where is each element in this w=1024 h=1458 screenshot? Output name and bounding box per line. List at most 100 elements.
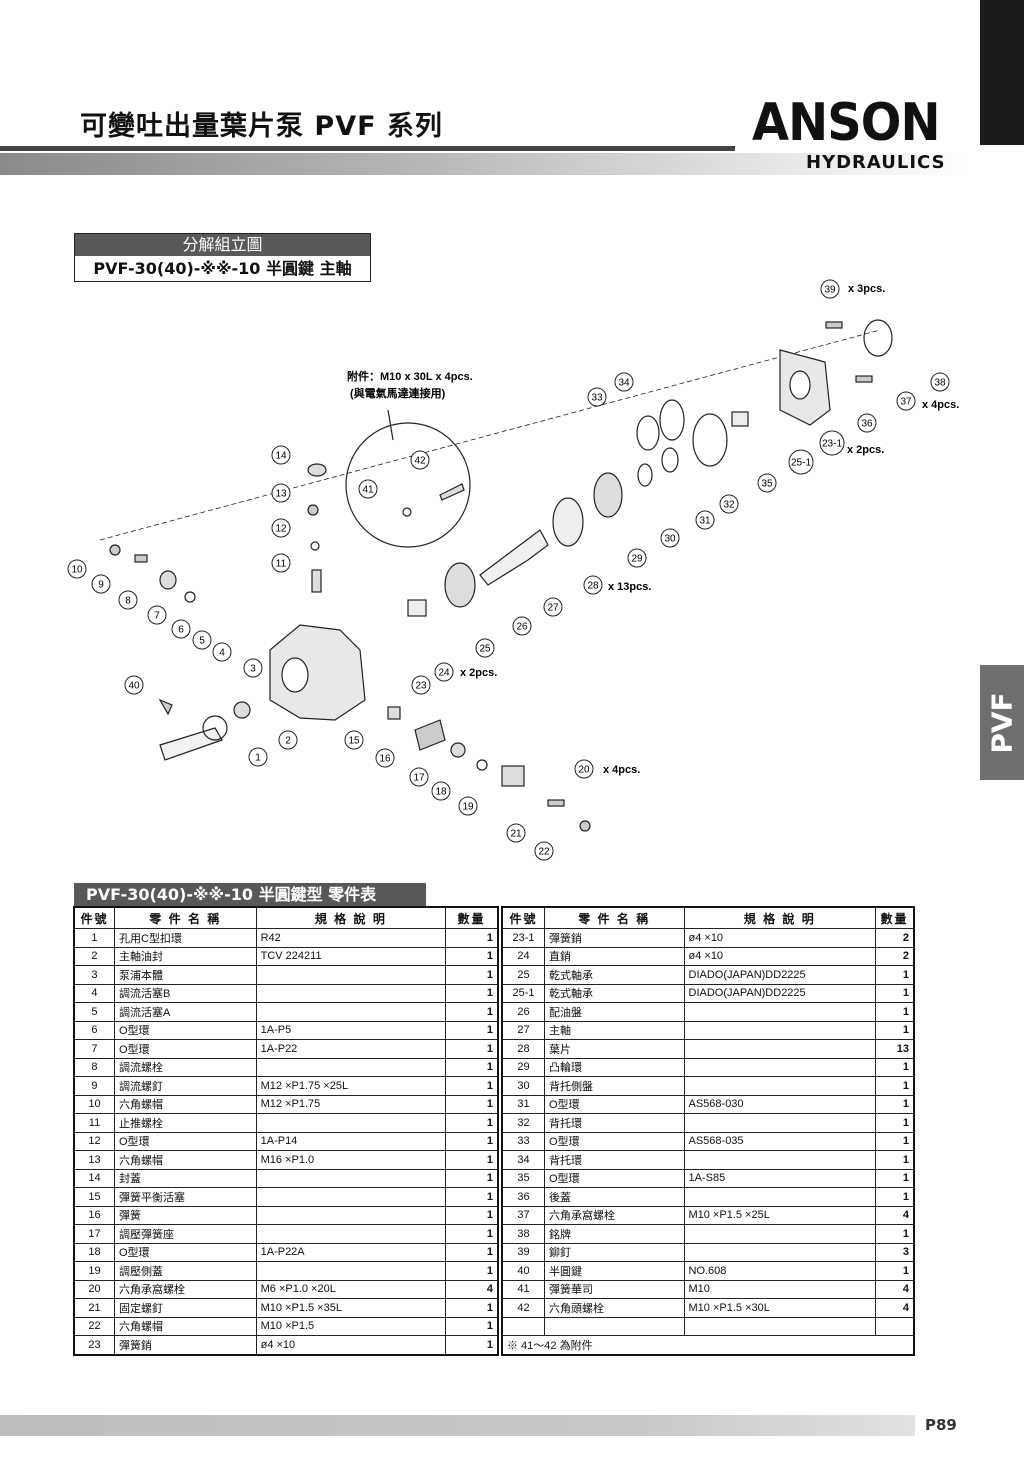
part-spec: DIADO(JAPAN)DD2225 [683,965,876,985]
bolt-8-shape [159,570,177,590]
callout-40: 40 [124,675,144,695]
part-name: 半圓鍵 [543,1261,685,1281]
part-name: 調流活塞B [113,983,257,1003]
diagram-notes: 附件：M10 x 30L x 4pcs. (與電氣馬達連接用) x 3pcs. … [347,283,959,776]
callout-circle [431,781,451,801]
col-no: 件號 [74,907,115,929]
part-no: 37 [502,1205,545,1225]
callout-24: 24 [434,662,454,682]
callout-27: 27 [543,597,563,617]
circlip-1-shape [202,715,228,741]
callout-number: 19 [462,802,474,813]
part-name: 彈簧銷 [113,1335,257,1355]
part-no: 6 [74,1020,115,1040]
callout-number: 33 [591,393,603,404]
part-qty: 1 [445,1187,498,1207]
callout-15: 15 [344,730,364,750]
caption-heading: 分解組立圖 [75,234,370,256]
part-name: O型環 [113,1242,257,1262]
part-spec [255,1002,447,1022]
parts-table-title: PVF-30(40)-※※-10 半圓鍵型 零件表 [74,883,426,906]
page-number: P89 [925,1416,957,1434]
callout-39: 39 [820,279,840,299]
part-spec [255,1261,447,1281]
callout-number: 31 [699,516,711,527]
note-accessory-use: (與電氣馬達連接用) [350,386,446,400]
callout-circle [248,747,268,767]
part-qty: 1 [445,928,498,948]
part-name: 鉚釘 [543,1242,685,1262]
callout-21: 21 [506,823,526,843]
part-qty: 1 [445,1242,498,1262]
part-name: 凸輪環 [543,1057,685,1077]
part-qty: 4 [874,1205,915,1225]
part-qty: 1 [874,983,915,1003]
callout-5: 5 [192,630,212,650]
callout-4: 4 [212,642,232,662]
part-spec: M16 ×P1.0 [255,1150,447,1170]
part-name: 六角承窩螺栓 [113,1279,257,1299]
part-spec: ø4 ×10 [683,946,876,966]
bearing-25-1-shape [731,411,749,427]
part-no: 7 [74,1039,115,1059]
note-accessory: 附件：M10 x 30L x 4pcs. [347,369,473,383]
callout-circle [375,748,395,768]
part-no: 19 [74,1261,115,1281]
corner-tab [980,0,1024,145]
part-qty: 1 [445,1316,498,1336]
table-row [502,1316,915,1336]
oring-31 [661,447,679,473]
oring-35 [692,413,728,467]
part-spec: M10 ×P1.5 ×25L [683,1205,876,1225]
part-no: 13 [74,1150,115,1170]
callout-number: 30 [664,534,676,545]
callout-circle [587,387,607,407]
part-qty: 1 [445,1205,498,1225]
part-qty: 2 [874,946,915,966]
brand-subtitle: HYDRAULICS [806,152,946,173]
part-qty: 1 [445,1113,498,1133]
part-no: 40 [502,1261,545,1281]
part-no: 39 [502,1242,545,1262]
footer-band [0,1415,915,1436]
callout-23-1: 23-1 [819,430,845,456]
callout-circle [192,630,212,650]
callout-circle [278,730,298,750]
callout-number: 35 [761,479,773,490]
part-no: 12 [74,1131,115,1151]
part-spec: M12 ×P1.75 ×25L [255,1076,447,1096]
callout-23: 23 [411,675,431,695]
part-name: 背托環 [543,1150,685,1170]
seal-2-shape [233,701,251,719]
callout-circle [695,510,715,530]
part-no: 31 [502,1094,545,1114]
callout-circle [930,372,950,392]
callout-circle [271,553,291,573]
callout-circle [788,449,814,475]
callout-3: 3 [243,658,263,678]
part-spec [683,1150,876,1170]
callout-number: 41 [362,485,374,496]
part-name: 調壓彈簧座 [113,1224,257,1244]
callout-14: 14 [271,445,291,465]
callout-circle [410,450,430,470]
part-no: 34 [502,1150,545,1170]
part-spec [683,1076,876,1096]
part-no: 22 [74,1316,115,1336]
part-qty: 1 [874,1094,915,1114]
part-qty: 1 [874,965,915,985]
callout-41: 41 [358,479,378,499]
part-spec: NO.608 [683,1261,876,1281]
shaft-end-shape [159,727,223,761]
